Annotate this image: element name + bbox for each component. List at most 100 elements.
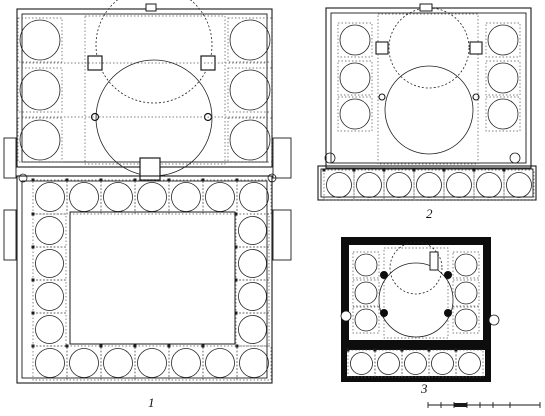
plan1-central-bay xyxy=(84,15,226,165)
plan1-north-portico-pier xyxy=(167,178,171,182)
plan2-mihrab xyxy=(419,3,433,12)
plan2-portico-pier xyxy=(352,168,356,172)
plan1-south-portico-dome xyxy=(103,348,133,378)
plan1-north-portico-dome xyxy=(239,182,269,212)
plan2-portico-bay xyxy=(353,169,385,201)
plan1-west-portico-bay xyxy=(32,312,67,347)
plan-label-1: 1 xyxy=(148,395,155,410)
plan3-side-dome xyxy=(354,253,378,277)
plan1-north-portico-dome xyxy=(171,182,201,212)
plan2-column xyxy=(472,93,480,101)
plan3-side-bay xyxy=(452,251,480,279)
plan2-portico-bay xyxy=(383,169,415,201)
plan1-north-portico-bay xyxy=(168,179,204,215)
plan1-side-dome xyxy=(229,19,271,61)
plan2-portico-bay xyxy=(503,169,535,201)
plan1-south-portico-pier xyxy=(133,344,137,348)
plan1-east-portico-bay xyxy=(235,279,270,314)
plan1-portal xyxy=(139,157,161,181)
plan2-portico-bay xyxy=(473,169,505,201)
plan1-east-portico-pier xyxy=(234,212,238,216)
plan1-side-dome xyxy=(19,69,61,111)
plan1-side-dome xyxy=(19,19,61,61)
plan1-east-portico-bay xyxy=(235,246,270,281)
plan3-side-bay xyxy=(352,306,380,334)
plan1-east-portico-bay xyxy=(235,312,270,347)
plan1-west-portico-pier xyxy=(31,311,35,315)
plan1-west-portico-bay xyxy=(32,246,67,281)
plan2-side-bay xyxy=(337,96,373,132)
plan1-north-portico-dome xyxy=(205,182,235,212)
plan1-side-bay xyxy=(17,117,63,163)
plan1-east-portico-pier xyxy=(234,245,238,249)
plan1-east-portico-dome xyxy=(238,315,267,344)
plan1-courtyard-wall-outer xyxy=(16,175,273,384)
plan2-portico-dome xyxy=(386,172,412,198)
plan3-column xyxy=(380,309,388,317)
plan2-pier xyxy=(469,41,483,55)
plan1-west-portico-bay xyxy=(32,279,67,314)
plan2-minaret xyxy=(509,152,521,164)
scale-bar-segment xyxy=(454,403,467,407)
plan1-north-portico-pier xyxy=(235,178,239,182)
plan1-south-portico-pier xyxy=(65,344,69,348)
plan2-side-dome xyxy=(487,98,519,130)
plan2-portico-dome xyxy=(356,172,382,198)
plan3-portico-pier xyxy=(454,348,458,352)
plan2-hall-wall-outer xyxy=(325,7,532,169)
plan1-minaret xyxy=(18,173,28,183)
plan3-portico-bay xyxy=(401,349,430,378)
plan3-portico-pier xyxy=(373,348,377,352)
plan-label-3: 3 xyxy=(421,381,428,396)
plan2-side-bay xyxy=(337,60,373,96)
plan3-central-bay xyxy=(383,247,449,339)
plan1-south-portico-dome xyxy=(137,348,167,378)
plan1-minaret xyxy=(267,173,277,183)
plan1-south-portico-pier xyxy=(99,344,103,348)
plan1-north-portico-pier xyxy=(133,178,137,182)
plan2-side-dome xyxy=(339,98,371,130)
plan3-minaret xyxy=(488,314,500,326)
plan2-portico-pier xyxy=(442,168,446,172)
plan-3 xyxy=(340,237,500,382)
plan1-west-wing xyxy=(3,209,17,261)
plan1-north-portico-bay xyxy=(100,179,136,215)
plan-label-2: 2 xyxy=(426,206,433,221)
plan1-south-portico-dome xyxy=(35,348,65,378)
plan3-portico-dome xyxy=(404,352,427,375)
plan1-north-portico-pier xyxy=(99,178,103,182)
plan3-portico-dome xyxy=(350,352,373,375)
plan2-side-dome xyxy=(339,24,371,56)
plan2-portico-bay xyxy=(413,169,445,201)
plan1-east-portico-pier xyxy=(234,278,238,282)
plan2-portico-dome xyxy=(416,172,442,198)
plan1-west-portico-dome xyxy=(35,282,64,311)
plan3-minbar xyxy=(429,251,439,271)
plan3-side-dome xyxy=(454,281,478,305)
plan1-east-wing xyxy=(272,137,292,179)
plan1-north-portico-dome xyxy=(103,182,133,212)
plan1-west-portico-dome xyxy=(35,216,64,245)
plan2-portico-bay xyxy=(443,169,475,201)
plan1-south-portico-dome xyxy=(69,348,99,378)
plan3-portico-pier xyxy=(346,348,350,352)
plan2-side-dome xyxy=(339,62,371,94)
plan3-hall-interior xyxy=(349,245,483,340)
plan2-portico-dome xyxy=(506,172,532,198)
plan3-column xyxy=(380,271,388,279)
plan1-south-portico-bay xyxy=(202,345,238,381)
plan2-side-bay xyxy=(485,60,521,96)
plan1-upper-dome xyxy=(95,0,213,104)
plan3-portico-bay xyxy=(428,349,457,378)
plan1-hall-wall-outer xyxy=(16,8,273,168)
plan2-portico-dome xyxy=(476,172,502,198)
plan1-side-bay xyxy=(227,117,273,163)
plan1-south-portico-dome xyxy=(205,348,235,378)
plan1-courtyard-wall-inner xyxy=(21,180,268,379)
plan1-side-bay xyxy=(227,67,273,113)
plan1-west-portico-pier xyxy=(31,245,35,249)
plan2-column xyxy=(378,93,386,101)
plan1-west-portico-dome xyxy=(35,315,64,344)
plan3-side-bay xyxy=(452,279,480,307)
